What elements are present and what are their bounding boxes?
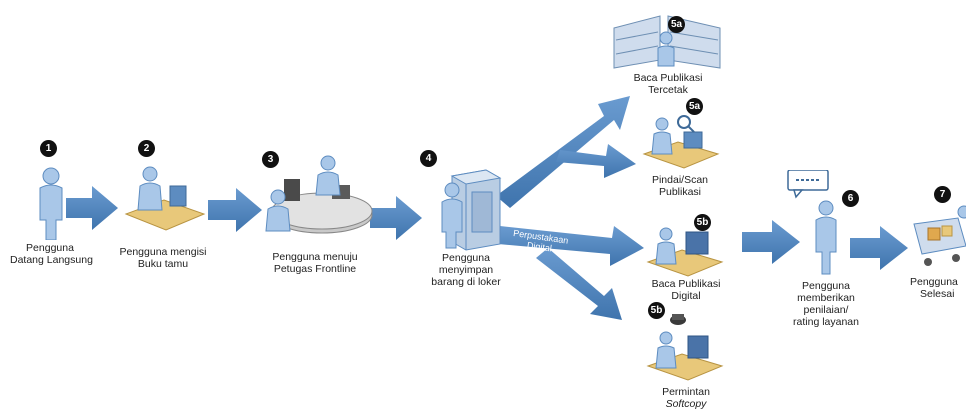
- step-7: 7 Pengguna Selesai: [906, 180, 966, 320]
- step-badge: 7: [934, 186, 951, 203]
- person-at-desk-icon: [124, 166, 206, 231]
- step-badge: 5b: [694, 214, 711, 231]
- arrow-6-7: [850, 226, 908, 270]
- step-badge: 5a: [668, 16, 685, 33]
- step-badge: 5b: [648, 302, 665, 319]
- arrow-branch-scan: [556, 144, 636, 178]
- step-label: Pengguna menyimpan barang di loker: [431, 252, 501, 288]
- step-label: Pengguna mengisi Buku tamu: [119, 246, 207, 270]
- arrow-2-3: [208, 188, 262, 232]
- step-badge: 4: [420, 150, 437, 167]
- step-2: 2 Pengguna mengisi Buku tamu: [118, 140, 208, 280]
- step-label: Pengguna Selesai: [910, 276, 958, 300]
- step-label: Pengguna Datang Langsung: [10, 242, 93, 266]
- shopping-cart-icon: [913, 205, 966, 266]
- step-badge: 6: [842, 190, 859, 207]
- step-label: Permintan Softcopy: [662, 386, 710, 410]
- person-rating-icon: [787, 170, 837, 275]
- step-label: Pindai/Scan Publikasi: [651, 174, 709, 198]
- step-badge: 2: [138, 140, 155, 157]
- person-standing-icon: [39, 167, 63, 240]
- step-5a-scan: 5a Pindai/Scan Publikasi: [634, 98, 726, 208]
- step-5b-softcopy: 5b Permintan Softcopy: [640, 302, 732, 416]
- step-4: 4 Pengguna menyimpan barang di loker: [416, 148, 516, 298]
- arrow-3-4: [370, 196, 422, 240]
- step-label: Baca Publikasi Tercetak: [633, 72, 703, 96]
- step-badge: 3: [262, 151, 279, 168]
- step-5a-read-printed: 5a Baca Publikasi Tercetak: [608, 8, 728, 100]
- locker-icon: [441, 169, 502, 251]
- step-badge: 1: [40, 140, 57, 157]
- person-requesting-softcopy-icon: [646, 314, 724, 381]
- step-label: Pengguna menuju Petugas Frontline: [272, 251, 358, 275]
- arrow-5-6: [742, 220, 800, 264]
- step-label: Baca Publikasi Digital: [651, 278, 721, 302]
- arrow-1-2: [66, 186, 118, 230]
- step-6: 6 Pengguna memberikan penilaian/ rating …: [780, 170, 872, 340]
- step-5b-read-digital: 5b Baca Publikasi Digital: [640, 208, 732, 312]
- step-1: 1 Pengguna Datang Langsung: [10, 140, 93, 280]
- frontline-desk-icon: [265, 155, 373, 234]
- person-scanning-icon: [642, 115, 720, 169]
- step-3: 3 Pengguna menuju Petugas Frontline: [256, 145, 376, 285]
- person-at-computer-icon: [646, 227, 724, 277]
- step-badge: 5a: [686, 98, 703, 115]
- arrow-branch-digital: [498, 226, 644, 266]
- step-label: Pengguna memberikan penilaian/ rating la…: [793, 280, 859, 328]
- bookshelf-icon: [613, 15, 721, 69]
- arrow-branch-softcopy: [536, 248, 622, 320]
